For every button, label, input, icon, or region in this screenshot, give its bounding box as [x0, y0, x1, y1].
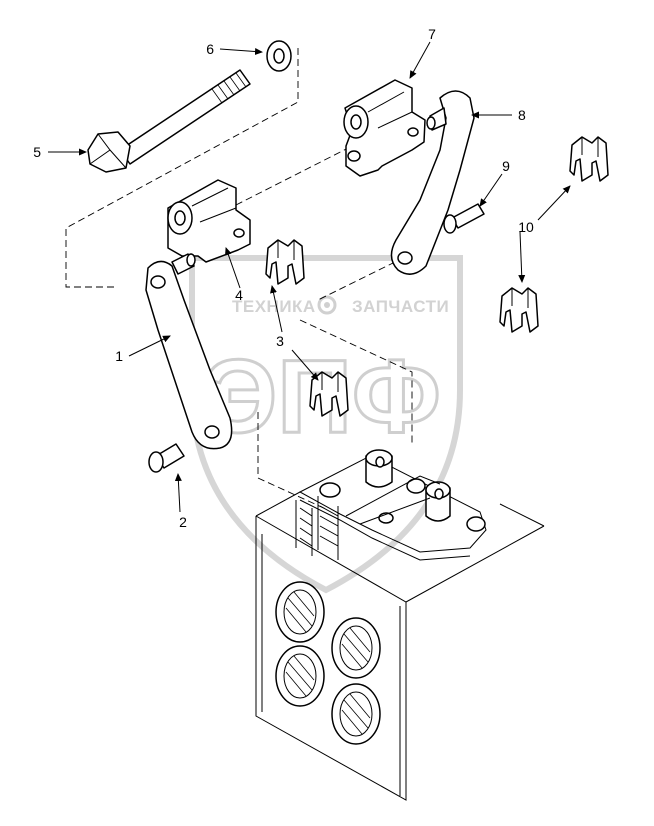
leader-lines — [48, 41, 571, 513]
spring-left — [295, 500, 313, 556]
part-10-clip-a — [569, 136, 609, 182]
callout-10: 10 — [518, 219, 534, 235]
callout-7: 7 — [428, 26, 436, 42]
valve-block — [255, 491, 545, 801]
part-7-upper-bracket — [343, 79, 426, 177]
callout-3: 3 — [276, 333, 284, 349]
part-1-lower-lever — [145, 253, 233, 450]
post-left — [365, 449, 393, 488]
valve-port-top-right — [331, 617, 381, 679]
callout-6: 6 — [206, 41, 214, 57]
nut-right — [466, 516, 486, 532]
valve-port-bottom-right — [331, 683, 381, 745]
callout-5: 5 — [33, 144, 41, 160]
assembly-lines — [65, 48, 413, 511]
callout-2: 2 — [179, 514, 187, 530]
callout-labels: 1 2 3 4 5 6 7 8 9 10 — [33, 26, 534, 530]
part-3-clip-a — [265, 239, 305, 285]
part-10-clip-b — [499, 287, 539, 333]
nut-left — [319, 482, 341, 498]
valve-port-bottom-left — [275, 645, 325, 707]
callout-8: 8 — [518, 107, 526, 123]
post-right — [425, 481, 451, 522]
watermark: ТЕХНИКА ЗАПЧАСТИ ЭПФ — [189, 255, 463, 594]
part-6-washer — [266, 40, 292, 72]
part-8-upper-lever — [390, 90, 475, 275]
nut-center — [406, 478, 426, 494]
valve-top-assembly — [295, 449, 487, 561]
callout-9: 9 — [502, 158, 510, 174]
callout-1: 1 — [115, 348, 123, 364]
part-4-lower-bracket — [167, 179, 251, 263]
watermark-brand-left: ТЕХНИКА — [232, 297, 316, 316]
part-5-bolt — [87, 69, 251, 173]
spring-middle — [317, 496, 339, 560]
part-2-pin — [148, 443, 185, 473]
part-3-clip-b — [309, 371, 349, 417]
callout-4: 4 — [235, 287, 243, 303]
part-9-pin — [443, 203, 485, 234]
valve-port-top-left — [275, 581, 325, 643]
gear-icon — [317, 295, 337, 315]
watermark-shield — [189, 255, 463, 594]
watermark-brand-right: ЗАПЧАСТИ — [352, 297, 449, 316]
